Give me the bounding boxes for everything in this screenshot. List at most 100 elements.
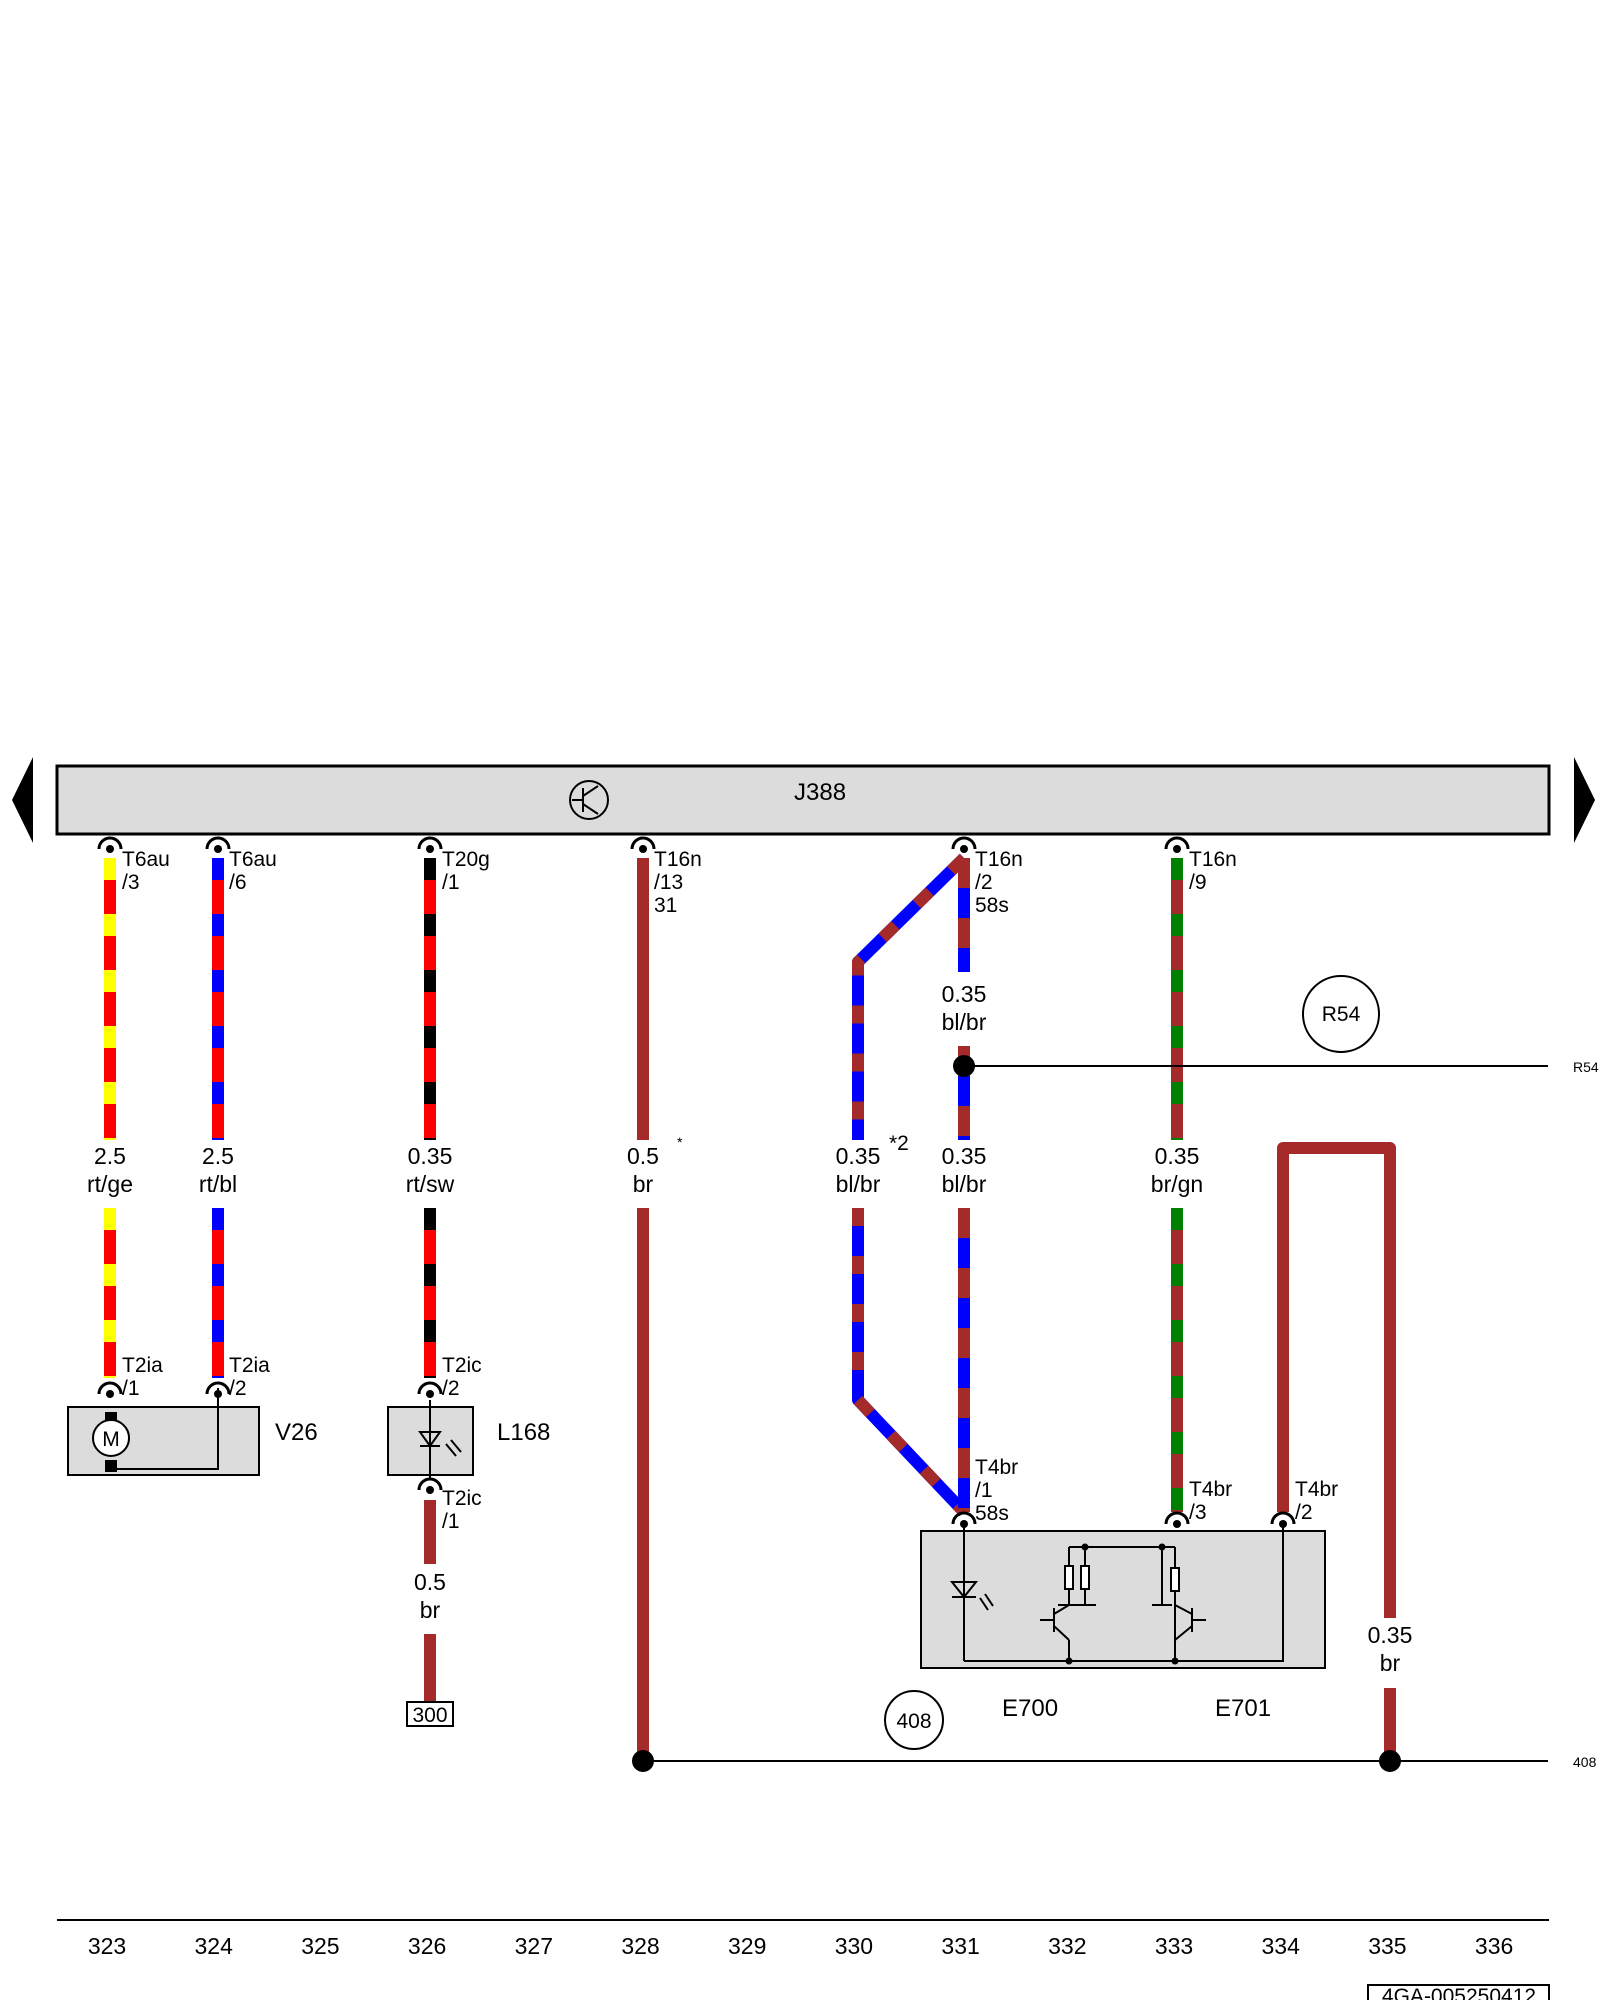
connector-t2ic-1-1: /1 xyxy=(442,1510,460,1533)
ground-408-circle-label: 408 xyxy=(896,1710,931,1733)
wire-326b-label-0: 0.5 xyxy=(414,1569,446,1595)
scale-label-330: 330 xyxy=(835,1933,873,1959)
connector-t2ia-1-0: T2ia xyxy=(122,1354,163,1377)
r54-edge-label: R54 xyxy=(1573,1059,1599,1075)
connector-t4br-1-2: 58s xyxy=(975,1502,1009,1525)
scale-label-331: 331 xyxy=(941,1933,979,1959)
scale-label-333: 333 xyxy=(1155,1933,1193,1959)
scale-label-328: 328 xyxy=(621,1933,659,1959)
connector-terminal-1 xyxy=(205,836,231,853)
connector-t16n-13-0: T16n xyxy=(654,848,702,871)
connector-t20g-1-0: T20g xyxy=(442,848,490,871)
connector-t16n-2-0: T16n xyxy=(975,848,1023,871)
wire-330-bot xyxy=(852,1208,969,1517)
connector-terminal-12 xyxy=(1270,1511,1296,1528)
transistor-icon xyxy=(569,780,609,820)
connector-terminal-3 xyxy=(630,836,656,853)
component-v26 xyxy=(67,1406,260,1476)
connector-t4br-2-0: T4br xyxy=(1295,1478,1338,1501)
wire-326-label-1: rt/sw xyxy=(406,1171,455,1197)
scale-label-332: 332 xyxy=(1048,1933,1086,1959)
wire-326b-label-1: br xyxy=(420,1597,441,1623)
connector-t4br-1-0: T4br xyxy=(975,1456,1018,1479)
wire-335-loop xyxy=(1277,1142,1396,1618)
wire-323-label-0: 2.5 xyxy=(94,1143,126,1169)
connector-t6au-3-0: T6au xyxy=(122,848,170,871)
wire-335-label-1: br xyxy=(1380,1650,1401,1676)
connector-terminal-0 xyxy=(97,836,123,853)
switch-module-circuit xyxy=(949,1524,1284,1665)
wire-331-label-1: bl/br xyxy=(942,1171,987,1197)
scale-label-324: 324 xyxy=(195,1933,234,1959)
connector-terminal-9 xyxy=(417,1477,443,1494)
connector-terminal-10 xyxy=(951,1511,977,1528)
r54-junction xyxy=(953,1055,975,1077)
scale-label-327: 327 xyxy=(515,1933,553,1959)
connector-t16n-13-2: 31 xyxy=(654,894,677,917)
column-scale: 323 324 325 326 327 328 329 330 331 332 333 334 335 3… xyxy=(88,1933,1513,1959)
connector-terminal-7 xyxy=(205,1381,231,1398)
ground-408-edge-label: 408 xyxy=(1573,1754,1597,1770)
connector-t2ia-1-1: /1 xyxy=(122,1377,140,1400)
scale-label-336: 336 xyxy=(1475,1933,1513,1959)
connector-terminal-6 xyxy=(97,1381,123,1398)
led-icon xyxy=(418,1400,462,1478)
wire-324-label-0: 2.5 xyxy=(202,1143,234,1169)
connector-t2ia-2-1: /2 xyxy=(229,1377,247,1400)
left-arrow-icon xyxy=(12,757,33,843)
connector-t2ic-2-1: /2 xyxy=(442,1377,460,1400)
wire-331-top-label-1: bl/br xyxy=(942,1009,987,1035)
connector-t2ic-2-0: T2ic xyxy=(442,1354,482,1377)
doc-id-box xyxy=(1367,1984,1550,2000)
svg-text:M: M xyxy=(102,1428,120,1451)
scale-label-335: 335 xyxy=(1368,1933,1406,1959)
connector-t20g-1-1: /1 xyxy=(442,871,460,894)
control-unit-label: J388 xyxy=(794,779,846,806)
motor-icon: M xyxy=(92,1388,219,1472)
control-unit-j388 xyxy=(55,764,1551,836)
connector-terminals xyxy=(97,836,1296,1528)
wire-331-top-label-0: 0.35 xyxy=(942,981,987,1007)
connector-terminal-5 xyxy=(1164,836,1190,853)
wire-330-note: *2 xyxy=(889,1132,909,1155)
connector-t4br-3-1: /3 xyxy=(1189,1501,1207,1524)
doc-id-label: 4GA-005250412 xyxy=(1382,1985,1536,2000)
connector-terminal-8 xyxy=(417,1381,443,1398)
wire-323-label-1: rt/ge xyxy=(87,1171,133,1197)
ground-408-circle xyxy=(884,1690,944,1750)
connector-t6au-6-1: /6 xyxy=(229,871,247,894)
connector-t2ia-2-0: T2ia xyxy=(229,1354,270,1377)
ground-300-box xyxy=(406,1701,454,1727)
wire-328-note: * xyxy=(677,1134,683,1150)
r54-circle xyxy=(1302,975,1380,1053)
connector-t4br-3-0: T4br xyxy=(1189,1478,1232,1501)
connector-t16n-13-1: /13 xyxy=(654,871,683,894)
connector-t16n-2-1: /2 xyxy=(975,871,993,894)
connector-terminal-11 xyxy=(1164,1511,1190,1528)
scale-label-334: 334 xyxy=(1262,1933,1301,1959)
e700-label: E700 xyxy=(1002,1695,1058,1722)
connector-t16n-9-1: /9 xyxy=(1189,871,1207,894)
wire-333-label-0: 0.35 xyxy=(1155,1143,1200,1169)
scale-label-329: 329 xyxy=(728,1933,766,1959)
e701-label: E701 xyxy=(1215,1695,1271,1722)
wire-330-label-1: bl/br xyxy=(836,1171,881,1197)
wire-326-label-0: 0.35 xyxy=(408,1143,453,1169)
connector-t4br-1-1: /1 xyxy=(975,1479,993,1502)
connector-t2ic-1-0: T2ic xyxy=(442,1487,482,1510)
connector-terminal-2 xyxy=(417,836,443,853)
connector-t16n-2-2: 58s xyxy=(975,894,1009,917)
connector-terminal-4 xyxy=(951,836,977,853)
wire-335-label-0: 0.35 xyxy=(1368,1622,1413,1648)
scale-label-326: 326 xyxy=(408,1933,446,1959)
connector-t6au-3-1: /3 xyxy=(122,871,140,894)
right-arrow-icon xyxy=(1574,757,1595,843)
wire-labels: T6au/3T6au/6T20g/1T16n/1331T16n/258sT16n… xyxy=(87,848,1412,1676)
wire-333-label-1: br/gn xyxy=(1151,1171,1203,1197)
ground-junction-328 xyxy=(632,1750,654,1772)
ground-300-label: 300 xyxy=(412,1704,447,1727)
connector-t16n-9-0: T16n xyxy=(1189,848,1237,871)
wire-324-label-1: rt/bl xyxy=(199,1171,237,1197)
scale-label-325: 325 xyxy=(301,1933,339,1959)
scale-label-323: 323 xyxy=(88,1933,126,1959)
